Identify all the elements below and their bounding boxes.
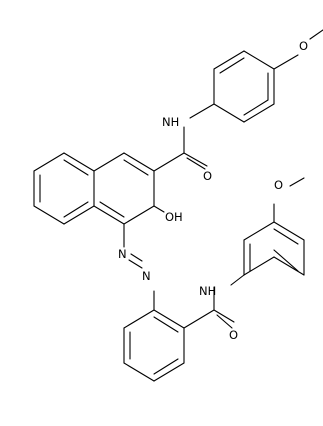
methoxy-o-lower-label: O (274, 178, 283, 192)
bond-lines (33, 29, 323, 382)
amide-nh-upper-label: NH (162, 115, 179, 129)
amide-o-lower-label: O (229, 328, 238, 342)
azo-n-upper-label: N (118, 247, 127, 261)
methoxy-o-upper-label: O (299, 39, 308, 53)
amide-o-upper-label: O (203, 169, 212, 183)
atom-labels: NH O O OH N N NH O O (118, 39, 308, 342)
azo-n-lower-label: N (142, 269, 151, 283)
amide-nh-lower-label: NH (199, 284, 216, 298)
hydroxyl-label: OH (165, 210, 183, 224)
